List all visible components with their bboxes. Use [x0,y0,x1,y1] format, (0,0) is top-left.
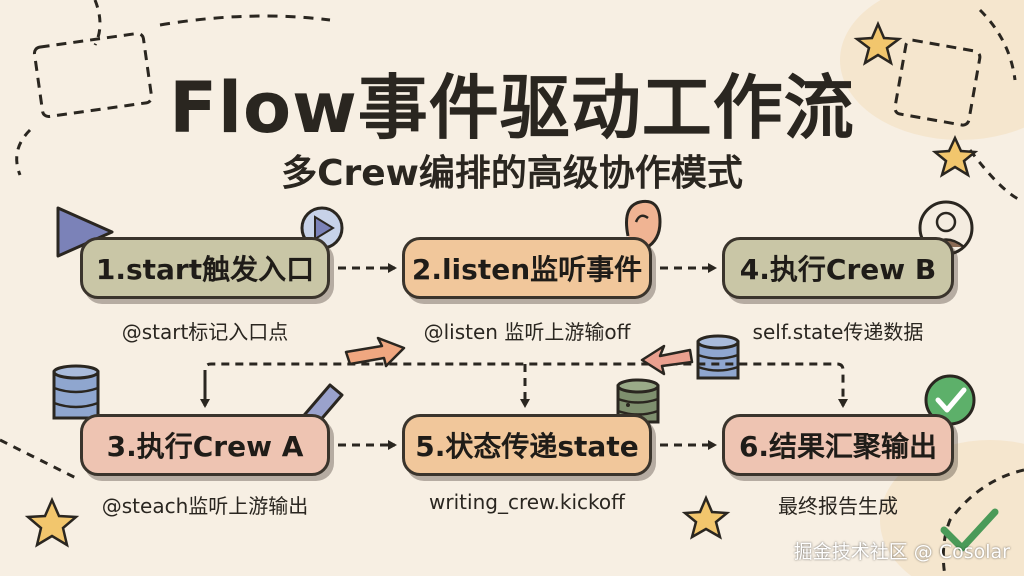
watermark: 掘金技术社区 @ Cosolar [793,541,1010,563]
step-caption-crew-b: self.state传递数据 [752,320,924,344]
star-icon [24,496,80,548]
star-icon [931,135,979,178]
flow-arrow-orange [344,336,406,368]
database-icon [52,364,100,420]
step-box-crew-a: 3.执行Crew A [80,414,330,476]
star-icon [681,494,731,540]
flow-arrow-red [640,344,694,376]
decor-dashed-rect [893,38,982,127]
step-caption-start: @start标记入口点 [121,320,289,344]
step-caption-output: 最终报告生成 [778,494,898,518]
star-icon [853,20,903,66]
decor-dashed-line [15,128,32,176]
decor-dashed-line [0,438,81,482]
step-box-listen: 2.listen监听事件 [402,237,652,299]
decor-dashed-line [93,0,102,46]
step-caption-listen: @listen 监听上游输off [423,320,631,344]
bg-patch [840,0,1024,140]
page-subtitle: 多Crew编排的高级协作模式 [281,153,743,194]
step-caption-state: writing_crew.kickoff [429,490,625,514]
step-caption-crew-a: @steach监听上游输出 [101,494,309,518]
step-box-start: 1.start触发入口 [80,237,330,299]
decor-dashed-line [941,468,1024,576]
step-box-crew-b: 4.执行Crew B [722,237,954,299]
decor-dashed-line [968,149,1021,202]
check-icon [924,374,976,426]
connector-bus [203,362,848,408]
step-box-state: 5.状态传递state [402,414,652,476]
page-title: Flow事件驱动工作流 [169,67,855,149]
check-icon [940,508,999,552]
decor-dashed-line [159,14,331,27]
decor-dashed-rect [32,31,154,119]
step-box-output: 6.结果汇聚输出 [722,414,954,476]
database-icon [696,334,740,380]
